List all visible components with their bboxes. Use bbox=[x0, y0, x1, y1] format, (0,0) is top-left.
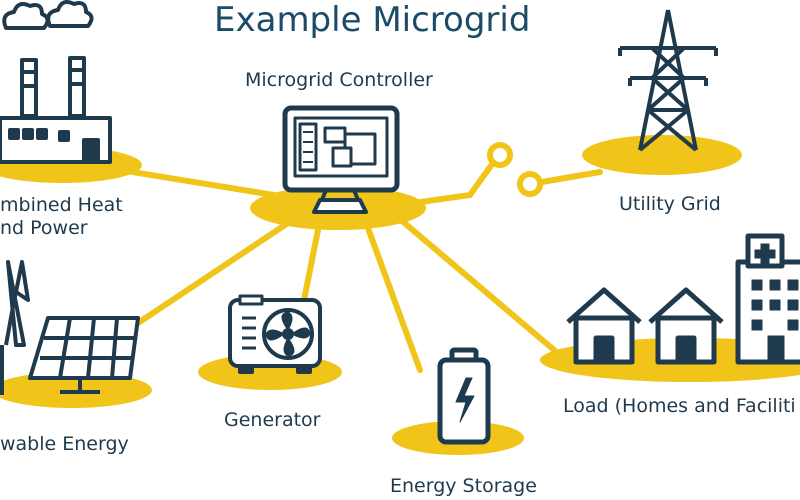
label-generator: Generator bbox=[224, 409, 321, 431]
monitor-icon bbox=[282, 105, 400, 214]
label-storage: Energy Storage bbox=[390, 475, 537, 497]
generator-icon bbox=[228, 294, 322, 374]
power-tower-icon bbox=[618, 9, 718, 152]
link-load bbox=[392, 212, 563, 358]
label-load: Load (Homes and Faciliti bbox=[563, 395, 796, 417]
label-controller: Microgrid Controller bbox=[245, 69, 433, 91]
label-utility: Utility Grid bbox=[619, 193, 721, 215]
label-renewable: wable Energy bbox=[0, 433, 129, 455]
page-title: Example Microgrid bbox=[214, 0, 531, 40]
label-chp-line1: mbined Heat bbox=[0, 194, 123, 216]
ground-utility bbox=[582, 135, 742, 175]
label-chp-line2: nd Power bbox=[0, 217, 88, 239]
factory-icon bbox=[0, 0, 112, 164]
link-utility-open bbox=[397, 157, 498, 208]
solar-wind-icon bbox=[0, 260, 140, 395]
link-storage bbox=[362, 217, 423, 373]
houses-hospital-icon bbox=[566, 233, 800, 365]
switch-terminal-left bbox=[487, 142, 513, 168]
switch-terminal-right bbox=[517, 171, 543, 197]
battery-icon bbox=[437, 347, 491, 445]
link-utility-closed bbox=[539, 169, 603, 185]
